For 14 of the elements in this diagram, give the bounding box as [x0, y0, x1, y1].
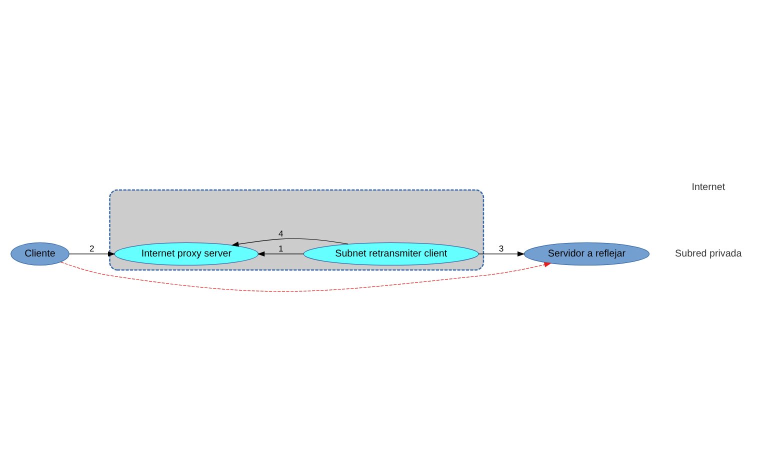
edge-label: 2 — [89, 243, 94, 254]
arrow — [231, 238, 348, 246]
arrow — [478, 250, 525, 256]
label: Subred privada — [675, 248, 742, 259]
edge-label: 1 — [278, 243, 284, 254]
arrow — [257, 250, 304, 256]
node-ellipse: Cliente — [10, 242, 70, 266]
node-ellipse: Servidor a reflejar — [524, 242, 650, 266]
arrow — [68, 250, 116, 256]
edge-label: 3 — [498, 243, 504, 254]
node-ellipse: Subnet retransmiter client — [303, 242, 479, 266]
label: Internet — [692, 181, 726, 192]
arrow — [60, 261, 552, 292]
edge-label: 4 — [278, 228, 284, 238]
